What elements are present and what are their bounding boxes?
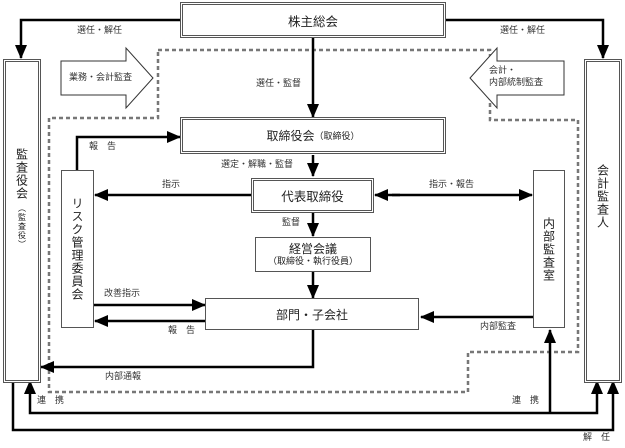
node-accounting-auditor-label: 会計監査人 xyxy=(595,163,610,229)
label-whistleblow: 内部通報 xyxy=(105,372,142,382)
node-board[interactable]: 取締役会 （取締役） xyxy=(180,117,446,154)
node-shareholders-label: 株主総会 xyxy=(287,13,338,29)
node-audit-board-label: 監査役会 xyxy=(14,148,29,200)
label-instruct-report-audit: 指示・報告 xyxy=(429,180,475,190)
node-departments[interactable]: 部門・子会社 xyxy=(205,298,419,330)
node-risk-committee[interactable]: リスク管理委員会 xyxy=(61,170,94,328)
edge-risk-report-to-board xyxy=(75,131,181,170)
node-risk-committee-label: リスク管理委員会 xyxy=(70,197,84,301)
edge-dismiss xyxy=(11,380,619,432)
label-elect-dismiss-right: 選任・解任 xyxy=(500,26,546,36)
node-board-sublabel: （取締役） xyxy=(314,132,360,142)
block-arrow-ic-audit xyxy=(469,46,565,110)
node-audit-board[interactable]: 監査役会 （監査役） xyxy=(3,59,41,383)
block-arrow-business-audit xyxy=(60,46,154,110)
label-supervise: 監督 xyxy=(282,218,301,228)
internal-control-boundary xyxy=(47,48,580,394)
node-mgmt-meeting-sublabel: （取締役・執行役員） xyxy=(267,256,358,267)
node-mgmt-meeting-label: 経営会議 xyxy=(288,241,337,256)
node-internal-audit-label: 内部監査室 xyxy=(541,216,556,282)
label-dept-report-risk: 報 告 xyxy=(168,326,196,336)
node-internal-audit[interactable]: 内部監査室 xyxy=(533,170,565,328)
label-report-risk-to-board: 報 告 xyxy=(89,142,117,152)
label-elect-dismiss-left: 選任・解任 xyxy=(77,26,123,36)
edge-elect-dismiss-left xyxy=(15,18,182,59)
label-instruct-risk: 指示 xyxy=(162,180,181,190)
node-ceo-label: 代表取締役 xyxy=(281,189,344,204)
block-arrow-ic-audit-label-1: 会計・ xyxy=(489,66,517,76)
node-departments-label: 部門・子会社 xyxy=(275,307,348,322)
block-arrow-ic-audit-label-2: 内部統制監査 xyxy=(489,78,544,88)
node-audit-board-sublabel: （監査役） xyxy=(17,204,27,249)
block-arrow-business-audit-label: 業務・会計監査 xyxy=(69,73,133,83)
label-elect-supervise: 選任・監督 xyxy=(256,79,302,89)
label-internal-audit-dept: 内部監査 xyxy=(480,322,517,332)
node-shareholders[interactable]: 株主総会 xyxy=(180,2,446,38)
label-cooperate-left: 連 携 xyxy=(37,396,65,406)
label-improve-instruct: 改善指示 xyxy=(104,289,141,299)
label-dismiss: 解 任 xyxy=(583,433,611,443)
edge-cooperate xyxy=(28,383,599,415)
node-accounting-auditor[interactable]: 会計監査人 xyxy=(584,59,622,383)
label-select-dismiss-supervise: 選定・解職・監督 xyxy=(221,160,294,170)
edge-elect-dismiss-right xyxy=(444,18,609,59)
node-ceo[interactable]: 代表取締役 xyxy=(251,178,374,213)
label-cooperate-right: 連 携 xyxy=(512,396,540,406)
node-board-label: 取締役会 xyxy=(266,129,315,143)
node-mgmt-meeting[interactable]: 経営会議 （取締役・執行役員） xyxy=(255,237,371,272)
edge-whistleblow xyxy=(40,330,315,373)
